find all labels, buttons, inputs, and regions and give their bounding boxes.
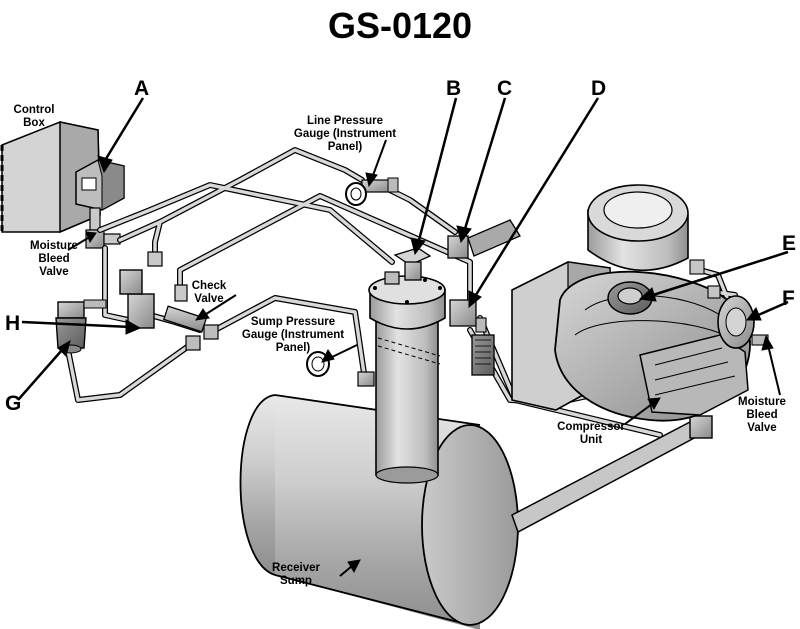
leader-lines (17, 97, 789, 577)
separator-column (368, 219, 521, 484)
callout-c: C (497, 77, 512, 100)
callout-a: A (134, 77, 149, 100)
compressor-unit (511, 184, 769, 422)
callout-letters: A B C D E F G H (5, 77, 796, 415)
label-bleed-right-1: Moisture (738, 396, 786, 408)
callout-e: E (782, 232, 796, 255)
pressure-switch-a (75, 159, 125, 231)
label-receiver-sump-2: Sump (280, 575, 312, 587)
label-bleed-right-2: Bleed (746, 409, 777, 421)
label-bleed-left-2: Bleed (38, 253, 69, 265)
diagram-title: GS-0120 (328, 5, 472, 46)
label-line-pressure-2: Gauge (Instrument (294, 128, 396, 140)
label-line-pressure-1: Line Pressure (307, 115, 383, 127)
label-bleed-left-1: Moisture (30, 240, 78, 252)
label-control-box-1: Control (14, 104, 55, 116)
label-compressor-unit-1: Compressor (557, 421, 625, 433)
label-bleed-right-3: Valve (747, 422, 776, 434)
label-sump-pressure-1: Sump Pressure (251, 316, 335, 328)
filter-g (55, 299, 107, 354)
text-labels: Control Box Moisture Bleed Valve Line Pr… (14, 104, 786, 587)
label-line-pressure-3: Panel) (328, 141, 363, 153)
callout-d: D (591, 77, 606, 100)
callout-h: H (5, 312, 20, 335)
label-sump-pressure-3: Panel) (276, 342, 311, 354)
label-bleed-left-3: Valve (39, 266, 68, 278)
label-check-valve-1: Check (192, 280, 227, 292)
label-check-valve-2: Valve (194, 293, 223, 305)
label-receiver-sump-1: Receiver (272, 562, 320, 574)
callout-g: G (5, 392, 21, 415)
label-compressor-unit-2: Unit (580, 434, 603, 446)
callout-f: F (782, 287, 795, 310)
label-control-box-2: Box (23, 117, 45, 129)
callout-b: B (446, 77, 461, 100)
label-sump-pressure-2: Gauge (Instrument (242, 329, 344, 341)
